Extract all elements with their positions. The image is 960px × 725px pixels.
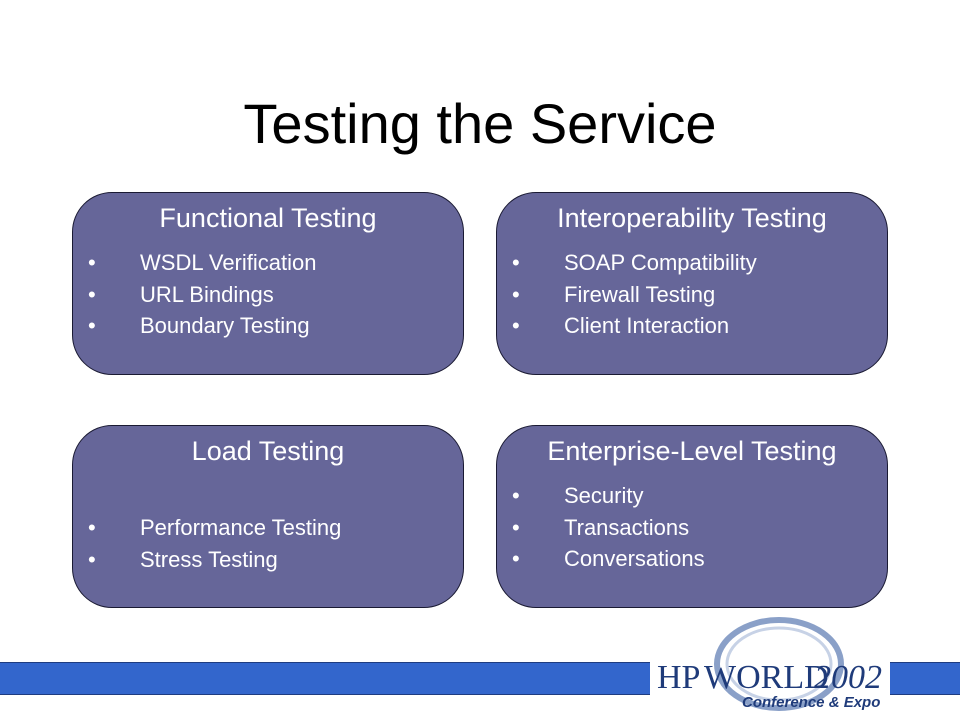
logo-year-text: 2002 xyxy=(814,659,882,696)
list-item-text: URL Bindings xyxy=(140,281,274,307)
list-item: • Performance Testing xyxy=(73,512,463,544)
box-heading: Functional Testing xyxy=(159,203,377,233)
list-item-text: Client Interaction xyxy=(564,313,730,338)
list-item: • Stress Testing xyxy=(73,544,463,576)
list-item: • Transactions xyxy=(497,512,887,544)
list-item-text: Security xyxy=(564,483,644,508)
box-heading: Enterprise-Level Testing xyxy=(547,436,837,466)
list-item-text: Performance Testing xyxy=(140,515,342,540)
functional-testing-box: Functional Testing • WSDL Verification • U… xyxy=(72,192,464,375)
bullet-icon: • xyxy=(88,515,96,540)
bullet-icon: • xyxy=(88,546,96,572)
list-item: • Boundary Testing xyxy=(73,310,463,342)
bullet-icon: • xyxy=(512,483,520,508)
bullet-list: • Performance Testing • Stress Testing xyxy=(73,512,463,575)
list-item-text: WSDL Verification xyxy=(140,250,317,275)
logo-world-text: WORLD xyxy=(704,659,829,696)
bullet-icon: • xyxy=(88,250,96,275)
list-item-text: Boundary Testing xyxy=(140,313,310,338)
list-item: • Firewall Testing xyxy=(497,279,887,311)
list-item: • Client Interaction xyxy=(497,310,887,342)
interoperability-testing-box: Interoperability Testing • SOAP Compatibi… xyxy=(496,192,888,375)
logo-brand-text: HP xyxy=(657,659,700,696)
bullet-icon: • xyxy=(88,313,96,338)
bullet-list: • SOAP Compatibility • Firewall Testing • C… xyxy=(497,247,887,342)
slide-title: Testing the Service xyxy=(243,92,717,155)
hp-world-logo: HP WORLD 2002 Conference & Expo xyxy=(642,612,912,720)
list-item: • Conversations xyxy=(497,543,887,575)
bullet-icon: • xyxy=(88,281,96,307)
list-item-text: Transactions xyxy=(564,514,690,540)
list-item: • WSDL Verification xyxy=(73,247,463,279)
bullet-list: • WSDL Verification • URL Bindings • Bounda… xyxy=(73,247,463,342)
bullet-icon: • xyxy=(512,546,520,571)
list-item: • URL Bindings xyxy=(73,279,463,311)
enterprise-level-testing-box: Enterprise-Level Testing • Security • Tran… xyxy=(496,425,888,608)
list-item-text: Conversations xyxy=(564,546,705,571)
load-testing-box: Load Testing • Performance Testing • Stres… xyxy=(72,425,464,608)
bullet-icon: • xyxy=(512,514,520,540)
hp-world-logo-icon: HP WORLD 2002 Conference & Expo xyxy=(650,617,890,711)
box-heading: Interoperability Testing xyxy=(557,203,827,233)
bullet-icon: • xyxy=(512,281,520,307)
bullet-icon: • xyxy=(512,313,520,338)
list-item-text: Firewall Testing xyxy=(564,281,716,307)
list-item-text: Stress Testing xyxy=(140,546,278,572)
list-item: • Security xyxy=(497,480,887,512)
bullet-icon: • xyxy=(512,250,520,275)
logo-sub-text: Conference & Expo xyxy=(742,694,880,711)
box-heading: Load Testing xyxy=(191,436,345,466)
list-item: • SOAP Compatibility xyxy=(497,247,887,279)
bullet-list: • Security • Transactions • Conversations xyxy=(497,480,887,575)
list-item-text: SOAP Compatibility xyxy=(564,250,757,275)
